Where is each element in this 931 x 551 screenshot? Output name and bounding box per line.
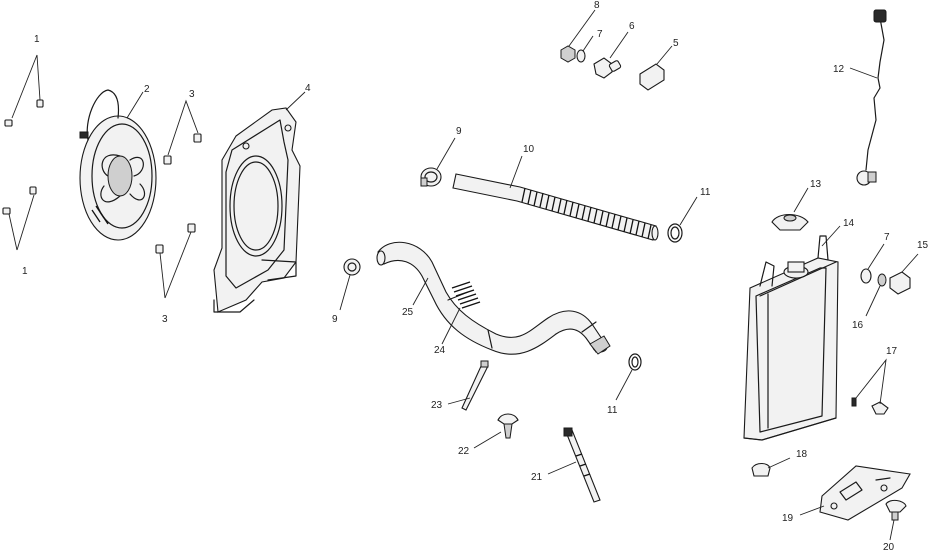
fan-shroud-part-4 (213, 91, 306, 313)
callout-13: 13 (810, 179, 822, 190)
callout-14: 14 (843, 218, 855, 229)
screw-part-20 (885, 499, 907, 541)
callout-25: 25 (402, 307, 414, 318)
washer-part-7-top (576, 35, 594, 63)
callout-16: 16 (852, 320, 864, 331)
callout-21: 21 (531, 472, 543, 483)
callout-22: 22 (458, 446, 470, 457)
cable-tie-part-23 (447, 360, 489, 411)
hose-clamp-part-11-top (667, 196, 698, 243)
callout-5: 5 (673, 38, 679, 49)
cable-tie-part-21 (547, 427, 601, 503)
callout-23: 23 (431, 400, 443, 411)
callout-labels: 1 1 2 3 3 4 5 6 7 7 8 9 9 10 11 11 12 13… (22, 0, 929, 551)
fan-screws-part-1 (2, 54, 44, 251)
callout-3-top: 3 (189, 89, 195, 100)
callout-7-right: 7 (884, 232, 890, 243)
callout-3-bottom: 3 (162, 314, 168, 325)
callout-20: 20 (883, 542, 895, 551)
callout-24: 24 (434, 345, 446, 356)
grommet-part-18 (751, 457, 791, 477)
callout-9-top: 9 (456, 126, 462, 137)
callout-19: 19 (782, 513, 794, 524)
callout-1-bottom: 1 (22, 266, 28, 277)
callout-4: 4 (305, 83, 311, 94)
screws-part-17 (851, 358, 889, 415)
washer-part-7-right (860, 243, 885, 284)
callout-2: 2 (144, 84, 150, 95)
fan-assembly-part-2 (79, 89, 157, 241)
callout-17: 17 (886, 346, 898, 357)
callout-10: 10 (523, 144, 535, 155)
callout-6: 6 (629, 21, 635, 32)
bracket-part-19 (799, 465, 911, 521)
grommet-part-16 (865, 273, 887, 317)
callout-12: 12 (833, 64, 845, 75)
callout-8: 8 (594, 0, 600, 11)
spacer-part-5 (639, 45, 673, 91)
bolt-part-15 (889, 253, 919, 295)
radiator-part-14 (743, 225, 841, 441)
sensor-wire-part-12 (849, 9, 887, 186)
callout-7-top: 7 (597, 29, 603, 40)
hose-clamp-part-11-bottom (615, 353, 642, 401)
callout-11-bottom: 11 (607, 405, 618, 416)
callout-9-left: 9 (332, 314, 338, 325)
callout-1-top: 1 (34, 34, 40, 45)
hose-clamp-part-9-left (339, 258, 361, 311)
push-rivet-part-22 (473, 413, 519, 449)
callout-18: 18 (796, 449, 808, 460)
callout-11-top: 11 (700, 187, 711, 198)
upper-hose-part-10 (452, 155, 659, 241)
screw-part-6 (593, 31, 629, 79)
callout-15: 15 (917, 240, 929, 251)
radiator-cap-part-13 (771, 187, 809, 231)
lower-hose-part-25 (376, 241, 611, 355)
hose-clamp-part-9-top (420, 137, 456, 187)
shroud-screws-part-3 (155, 99, 202, 299)
nut-part-8 (560, 9, 596, 63)
